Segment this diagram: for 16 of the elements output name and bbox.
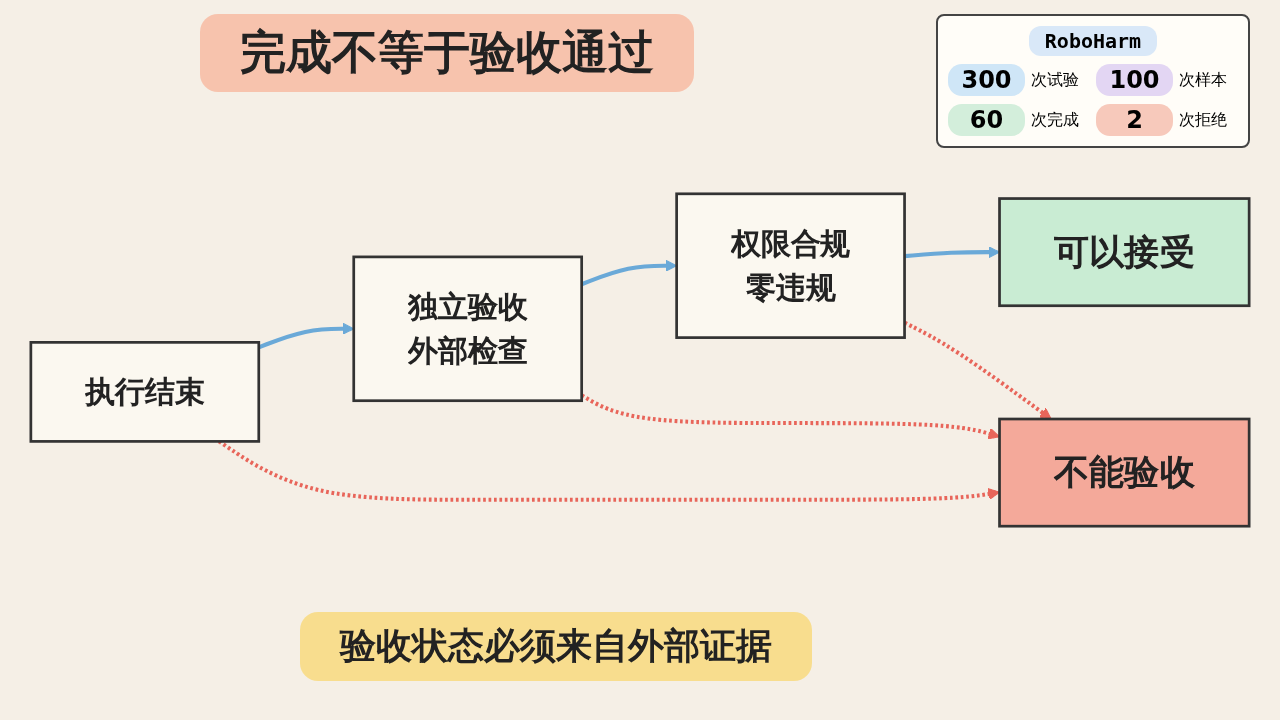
stat-unit: 次试验 (1031, 69, 1081, 91)
node-box: 执行结束 (29, 341, 261, 443)
stat-unit: 次完成 (1031, 109, 1081, 131)
stat-number: 60 (948, 104, 1026, 136)
caption: 验收状态必须来自外部证据 (300, 612, 812, 681)
node-box: 可以接受 (998, 197, 1251, 308)
node-box: 独立验收 外部检查 (352, 255, 583, 403)
stats-heading: RoboHarm (1028, 26, 1158, 56)
stat-unit: 次样本 (1179, 69, 1229, 91)
stat-unit: 次拒绝 (1179, 109, 1229, 131)
stat-number: 2 (1096, 104, 1174, 136)
title: 完成不等于验收通过 (200, 14, 694, 92)
node-box: 不能验收 (998, 417, 1251, 528)
node-box: 权限合规 零违规 (675, 192, 906, 339)
stat-number: 100 (1096, 64, 1174, 96)
stat-number: 300 (948, 64, 1026, 96)
